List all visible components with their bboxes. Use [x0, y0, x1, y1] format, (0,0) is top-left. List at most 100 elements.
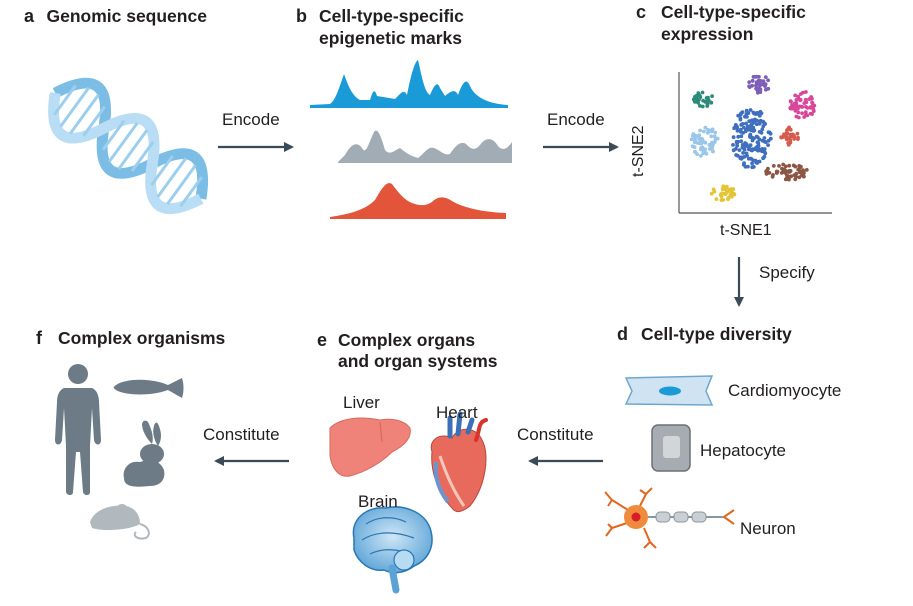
tsne-point: [779, 135, 784, 140]
tsne-point: [720, 191, 724, 196]
tsne-point: [764, 172, 769, 176]
tsne-point: [747, 147, 751, 152]
tsne-point: [751, 75, 756, 79]
tsne-point: [786, 126, 791, 131]
tsne-point: [740, 110, 745, 114]
tsne-point: [735, 143, 739, 148]
tsne-point: [707, 129, 712, 134]
tsne-point: [764, 87, 768, 92]
epigenetic-track-blue: [310, 60, 508, 108]
tsne-point: [711, 187, 716, 192]
tsne-point: [809, 105, 813, 109]
panel-d-letter: d: [617, 324, 628, 344]
tsne-point: [719, 194, 724, 199]
tsne-point: [797, 175, 802, 180]
tsne-point: [754, 80, 759, 84]
tsne-point: [777, 164, 781, 168]
tsne-point: [743, 141, 747, 145]
epigenetic-track-orange: [330, 183, 506, 219]
tsne-point: [736, 113, 741, 118]
tsne-point: [784, 176, 789, 181]
tsne-point: [696, 91, 701, 96]
tsne-point: [735, 124, 739, 129]
tsne-point: [759, 111, 764, 116]
panel-a-header: a Genomic sequence: [24, 6, 207, 27]
tsne-point: [800, 111, 804, 116]
panel-f-letter: f: [36, 328, 42, 348]
tsne-point: [791, 163, 796, 168]
brain-icon: [352, 506, 433, 594]
tsne-point: [711, 149, 715, 154]
tsne-point: [720, 187, 725, 192]
tsne-point: [794, 98, 799, 102]
tsne-point: [774, 171, 779, 175]
tsne-point: [805, 106, 810, 110]
tsne-point: [802, 174, 806, 179]
tsne-point: [781, 162, 786, 167]
tsne-point: [740, 145, 745, 150]
tsne-point: [750, 118, 754, 123]
tsne-point: [766, 143, 770, 148]
tsne-point: [754, 74, 759, 79]
tsne-point: [746, 111, 751, 115]
tsne-point: [787, 169, 792, 173]
tsne-point: [731, 135, 736, 140]
tsne-point: [759, 130, 764, 135]
arrow-label-constitute-1: Constitute: [517, 425, 594, 444]
tsne-point: [808, 96, 813, 101]
tsne-point: [754, 118, 759, 123]
tsne-point: [757, 87, 762, 91]
human-silhouette-icon: [55, 364, 101, 495]
tsne-point: [703, 147, 707, 152]
tsne-point: [739, 155, 743, 160]
tsne-point: [694, 94, 699, 98]
tsne-point: [700, 104, 705, 109]
panel-d-title: Cell-type diversity: [641, 324, 792, 344]
tsne-point: [731, 148, 736, 153]
tsne-point: [750, 83, 754, 88]
tsne-point: [784, 135, 789, 140]
tsne-point: [710, 145, 715, 150]
tsne-point: [697, 133, 702, 138]
tsne-point: [788, 138, 793, 143]
tsne-point: [754, 122, 759, 127]
heart-icon: [430, 411, 488, 513]
tsne-point: [784, 169, 788, 173]
tsne-point: [757, 82, 762, 87]
tsne-point: [802, 101, 807, 105]
tsne-point: [732, 192, 736, 196]
cardiomyocyte-icon: [624, 375, 714, 406]
tsne-point: [737, 148, 742, 153]
panel-b-title-line1: Cell-type-specific: [319, 6, 464, 26]
tsne-point: [758, 90, 763, 94]
tsne-point: [748, 143, 753, 148]
tsne-point: [755, 144, 760, 149]
tsne-point: [794, 171, 799, 176]
tsne-point: [751, 125, 756, 130]
tsne-point: [788, 106, 793, 110]
tsne-point: [692, 145, 697, 150]
tsne-point: [742, 155, 747, 159]
hepatocyte-icon: [651, 424, 691, 472]
tsne-point: [748, 108, 753, 112]
tsne-point: [808, 111, 813, 116]
tsne-point: [734, 140, 739, 144]
tsne-point: [741, 162, 746, 167]
tsne-point: [709, 134, 714, 139]
tsne-point: [763, 122, 767, 126]
tsne-point: [787, 163, 792, 168]
tsne-point: [729, 187, 734, 192]
tsne-point: [765, 168, 770, 173]
tsne-point: [735, 128, 740, 133]
tsne-point: [796, 115, 801, 120]
tsne-point: [734, 153, 738, 157]
tsne-point: [744, 121, 748, 126]
tsne-point: [747, 84, 751, 89]
tsne-y-label: t-SNE2: [630, 125, 647, 177]
tsne-point: [703, 100, 708, 104]
tsne-point: [739, 139, 744, 144]
tsne-point: [698, 128, 702, 133]
tsne-point: [768, 136, 773, 141]
rabbit-silhouette-icon: [123, 420, 165, 487]
